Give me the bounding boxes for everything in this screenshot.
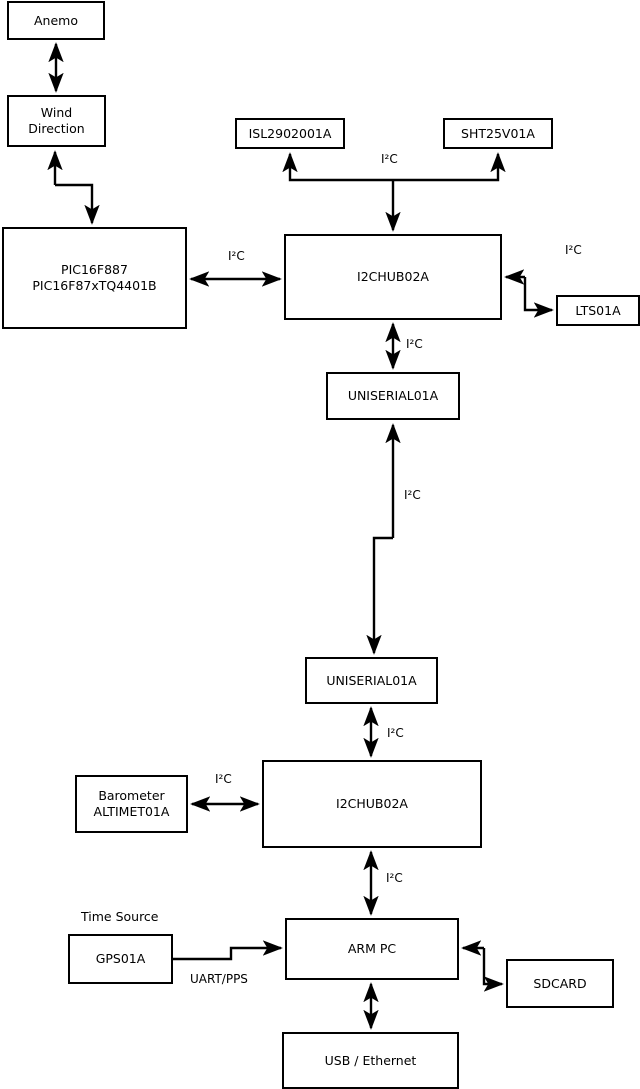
node-label: Barometer: [98, 788, 165, 804]
node-label: I2CHUB02A: [357, 269, 429, 285]
edge-label-uart-pps: UART/PPS: [190, 972, 248, 986]
connector-wind-to-pic-elbow: [55, 183, 100, 225]
node-label: SDCARD: [533, 975, 587, 991]
node-isl2902001a[interactable]: ISL2902001A: [235, 118, 345, 149]
edge-label-uni-uni-i2c: I²C: [404, 488, 421, 502]
node-wind-direction[interactable]: Wind Direction: [7, 95, 106, 147]
node-label: Anemo: [34, 12, 78, 28]
edge-label-pic-hub-i2c: I²C: [228, 249, 245, 263]
node-uniserial01a-lower[interactable]: UNISERIAL01A: [305, 657, 438, 704]
node-gps01a[interactable]: GPS01A: [68, 934, 173, 984]
node-label: SHT25V01A: [461, 125, 535, 141]
node-label: LTS01A: [575, 302, 621, 318]
connector-armpc-to-sdcard: [482, 948, 504, 992]
connector-hub-to-isl: [282, 152, 393, 182]
node-sdcard[interactable]: SDCARD: [506, 959, 614, 1008]
node-label: ARM PC: [347, 941, 397, 957]
node-label-line2: ALTIMET01A: [93, 804, 170, 819]
node-pic-microcontroller[interactable]: PIC16F887 PIC16F87xTQ4401B: [2, 227, 187, 329]
connector-gps-to-armpc: [173, 940, 283, 961]
edge-label-hub-uni-i2c: I²C: [406, 337, 423, 351]
node-label: GPS01A: [95, 951, 146, 967]
node-label: ISL2902001A: [248, 125, 332, 141]
node-label: UNISERIAL01A: [347, 388, 439, 404]
node-sht25v01a[interactable]: SHT25V01A: [443, 118, 553, 149]
node-label: UNISERIAL01A: [326, 672, 417, 688]
node-anemo[interactable]: Anemo: [7, 1, 105, 40]
node-uniserial01a-upper[interactable]: UNISERIAL01A: [326, 372, 460, 420]
connector-hub-to-lts: [523, 277, 554, 318]
node-label-line2: Direction: [28, 121, 85, 136]
node-lts01a[interactable]: LTS01A: [556, 295, 640, 326]
node-usb-ethernet[interactable]: USB / Ethernet: [282, 1032, 459, 1089]
node-label: I2CHUB02A: [336, 796, 408, 812]
edge-label-lts-i2c: I²C: [565, 243, 582, 257]
label-time-source: Time Source: [81, 909, 159, 924]
node-i2chub02a-bottom[interactable]: I2CHUB02A: [262, 760, 482, 848]
edge-label-uni-hub-i2c: I²C: [387, 726, 404, 740]
node-i2chub02a-top[interactable]: I2CHUB02A: [284, 234, 502, 320]
edge-label-hub-arm-i2c: I²C: [386, 871, 403, 885]
edge-label-baro-i2c: I²C: [215, 772, 232, 786]
connector-uniserial-down-elbow: [366, 536, 393, 655]
edge-label-sensors-i2c: I²C: [381, 152, 398, 166]
node-barometer-altimet01a[interactable]: Barometer ALTIMET01A: [75, 775, 188, 833]
node-label: USB / Ethernet: [324, 1052, 417, 1068]
node-label: PIC16F887: [61, 262, 128, 278]
node-label-line2: PIC16F87xTQ4401B: [32, 278, 157, 293]
node-label: Wind: [40, 105, 73, 121]
connector-hub-to-sht: [393, 152, 506, 182]
node-arm-pc[interactable]: ARM PC: [285, 918, 459, 980]
